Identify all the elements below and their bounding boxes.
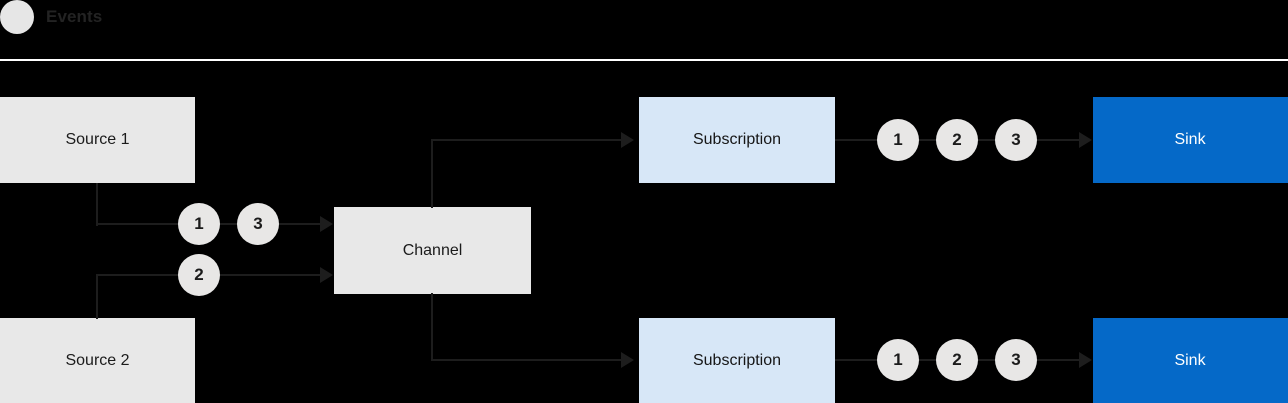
node-sink-bottom-label: Sink — [1174, 352, 1206, 369]
arrow-head-icon-channel-subscription-top — [621, 132, 634, 148]
arrow-head-icon-source1-channel — [320, 216, 333, 232]
event-token: 2 — [178, 254, 220, 296]
connector-channel-to-subscription-bottom — [431, 359, 622, 361]
event-token: 3 — [237, 203, 279, 245]
legend: Events — [0, 0, 102, 34]
connector-channel-to-subscription-top — [431, 139, 622, 141]
node-source-1[interactable]: Source 1 — [0, 97, 195, 183]
node-subscription-top[interactable]: Subscription — [639, 97, 835, 183]
node-sink-top-label: Sink — [1174, 131, 1206, 148]
event-token: 1 — [877, 339, 919, 381]
node-sink-bottom[interactable]: Sink — [1093, 318, 1288, 403]
event-token: 2 — [936, 119, 978, 161]
event-token: 3 — [995, 119, 1037, 161]
node-subscription-bottom-label: Subscription — [692, 352, 782, 369]
arrow-head-icon-source2-channel — [320, 267, 333, 283]
node-source-1-label: Source 1 — [65, 131, 130, 148]
connector-channel-drop-bottom — [431, 293, 433, 361]
arrow-head-icon-subscription-top-sink — [1079, 132, 1092, 148]
connector-source1-drop — [96, 183, 98, 226]
node-channel-label: Channel — [402, 241, 463, 259]
arrow-head-icon-channel-subscription-bottom — [621, 352, 634, 368]
connector-source2-rise — [96, 274, 98, 319]
node-channel[interactable]: Channel — [334, 207, 531, 294]
node-source-2[interactable]: Source 2 — [0, 318, 195, 403]
node-subscription-top-label: Subscription — [692, 131, 782, 148]
arrow-head-icon-subscription-bottom-sink — [1079, 352, 1092, 368]
node-subscription-bottom[interactable]: Subscription — [639, 318, 835, 403]
legend-label: Events — [46, 7, 103, 26]
event-token: 1 — [877, 119, 919, 161]
node-sink-top[interactable]: Sink — [1093, 97, 1288, 183]
header-divider — [0, 59, 1288, 61]
event-token: 1 — [178, 203, 220, 245]
event-token: 2 — [936, 339, 978, 381]
connector-channel-rise-top — [431, 139, 433, 208]
node-source-2-label: Source 2 — [65, 352, 130, 369]
event-circle-icon — [0, 0, 34, 34]
event-token: 3 — [995, 339, 1037, 381]
